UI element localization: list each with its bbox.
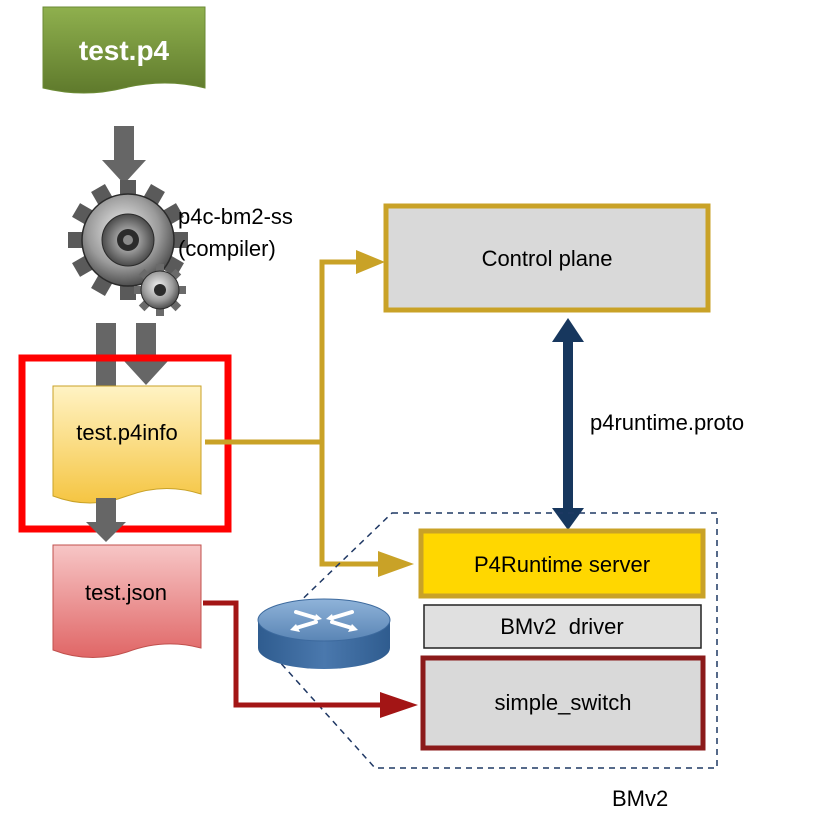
gear-icon <box>68 180 188 316</box>
arrowhead-to-simple-switch <box>380 692 418 718</box>
source-file-label: test.p4 <box>79 35 170 66</box>
simple-switch-label: simple_switch <box>495 690 632 715</box>
protocol-label: p4runtime.proto <box>590 410 744 435</box>
p4info-file-node: test.p4info <box>52 385 202 504</box>
gold-connector <box>205 259 384 567</box>
bmv2-driver-label: BMv2 driver <box>500 614 623 639</box>
json-file-shape <box>52 544 202 659</box>
p4info-file-label: test.p4info <box>76 420 178 445</box>
source-file-shape <box>42 6 206 94</box>
source-file-node: test.p4 <box>42 6 206 94</box>
p4info-file-shape <box>52 385 202 504</box>
control-plane-label: Control plane <box>482 246 613 271</box>
compiler-name: p4c-bm2-ss <box>178 204 293 229</box>
json-file-label: test.json <box>85 580 167 605</box>
bmv2-driver-node: BMv2 driver <box>423 604 702 649</box>
bmv2-group-label: BMv2 <box>612 786 668 811</box>
control-plane-node: Control plane <box>383 203 711 313</box>
simple-switch-node: simple_switch <box>420 655 706 751</box>
runtime-server-label: P4Runtime server <box>474 552 650 577</box>
darkred-connector <box>203 600 418 718</box>
arrow-source-to-compiler <box>102 126 146 184</box>
compiler-role: (compiler) <box>178 236 276 261</box>
p4runtime-bidirectional-arrow <box>552 318 584 530</box>
arrowhead-to-runtime-server <box>378 551 414 577</box>
runtime-server-node: P4Runtime server <box>418 528 706 599</box>
json-file-node: test.json <box>52 544 202 659</box>
arrowhead-to-control-plane <box>356 250 385 274</box>
arrow-p4info-to-json <box>86 498 126 542</box>
router-icon <box>257 598 391 669</box>
